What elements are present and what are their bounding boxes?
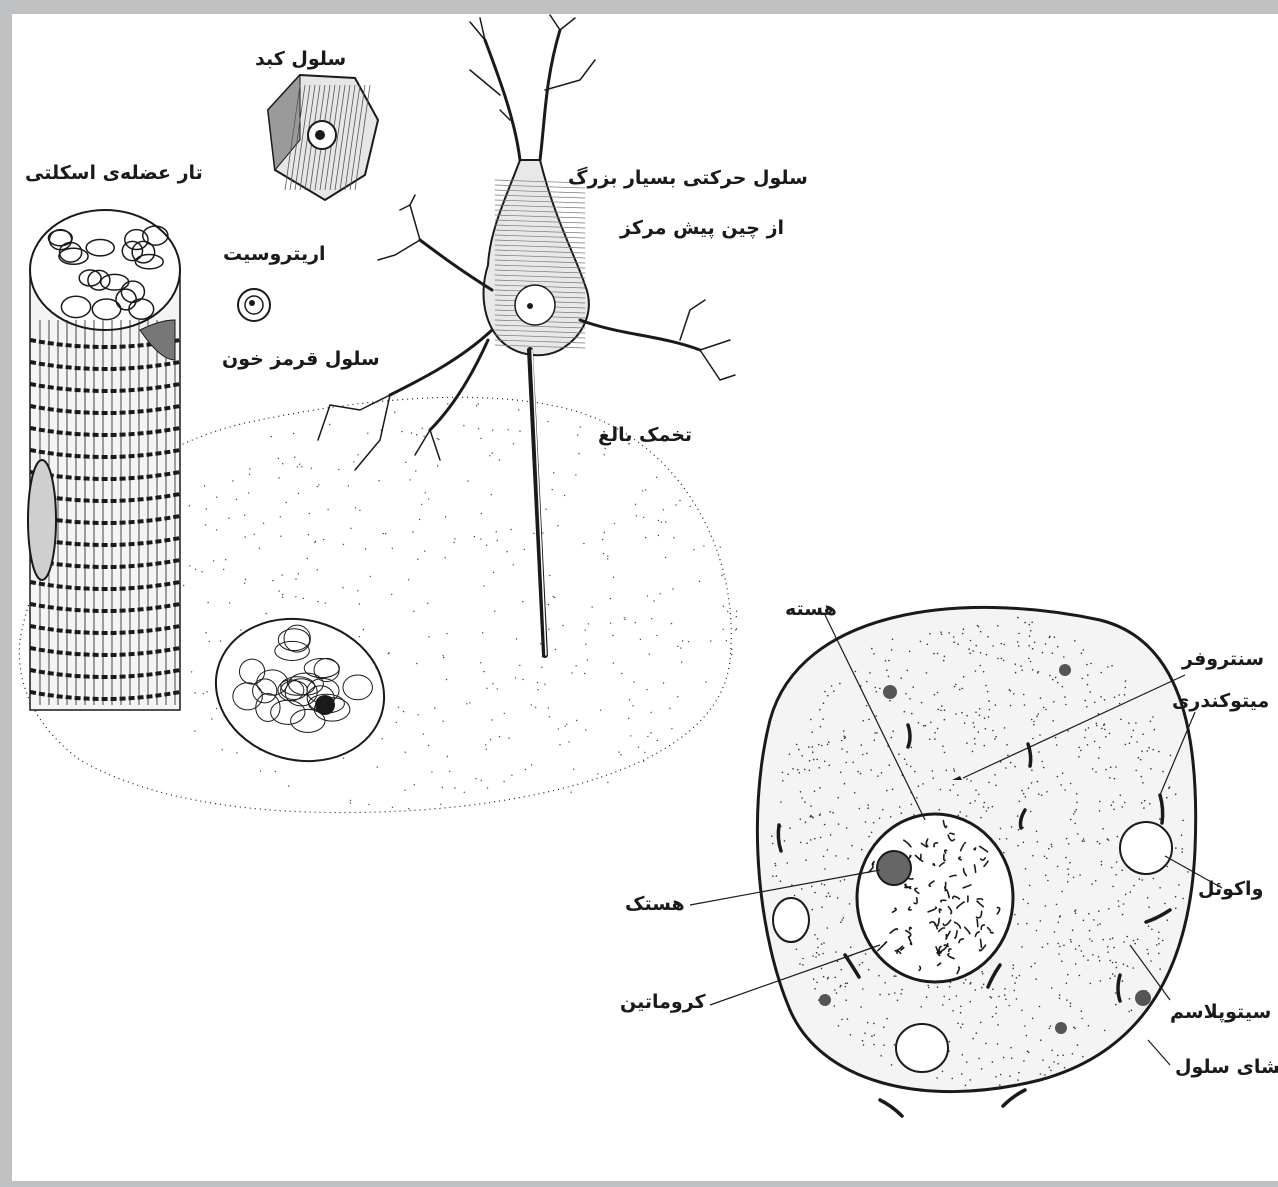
label-liver-cell: سلول کبد xyxy=(255,50,346,69)
label-motor-cell-line1: سلول حرکتی بسیار بزرگ xyxy=(568,169,808,188)
label-nucleolus: هستک xyxy=(625,895,685,914)
liver-cell-drawing xyxy=(268,75,378,200)
label-mitochondria: میتوکندری xyxy=(1172,692,1269,711)
label-skeletal-muscle-fiber: تار عضله‌ی اسکلتی xyxy=(25,164,203,183)
label-nucleus: هسته xyxy=(785,600,837,619)
label-centrosome: سنتروفر xyxy=(1182,650,1264,669)
label-erythrocyte: اریتروسیت xyxy=(223,245,326,264)
label-chromatin: کروماتین xyxy=(620,993,706,1012)
erythrocyte-drawing xyxy=(238,289,270,321)
muscle-fiber-drawing xyxy=(28,210,180,710)
label-cytoplasm: سیتوپلاسم xyxy=(1170,1003,1271,1022)
label-red-blood-cell: سلول قرمز خون xyxy=(222,350,380,369)
typical-cell-drawing xyxy=(757,607,1195,1116)
label-motor-cell-line2: از چین پیش مرکز xyxy=(620,219,784,238)
label-vacuole: واکوئل xyxy=(1198,880,1263,899)
neuron-drawing xyxy=(318,15,735,655)
label-mature-egg: تخمک بالغ xyxy=(598,426,692,445)
label-cell-membrane: غشای سلول xyxy=(1175,1058,1278,1077)
